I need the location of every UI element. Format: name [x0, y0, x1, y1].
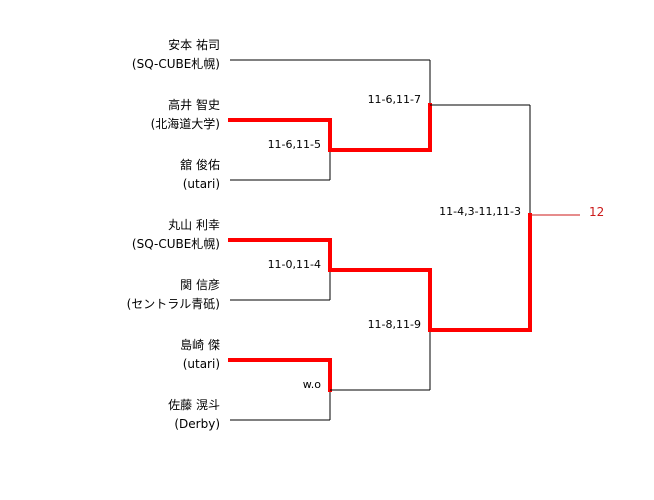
player-5-team: (セントラル青砥): [126, 297, 220, 311]
player-7-team: (Derby): [174, 417, 220, 431]
r1a-score: 11-6,11-5: [267, 138, 321, 151]
r2a-score: 11-6,11-7: [367, 93, 421, 106]
player-6-name: 島崎 傑: [180, 338, 220, 352]
player-7-name: 佐藤 滉斗: [168, 398, 220, 412]
player-2-name: 高井 智史: [168, 98, 220, 112]
player-2-team: (北海道大学): [150, 117, 220, 131]
player-1-team: (SQ-CUBE札幌): [131, 57, 220, 71]
player-4-name: 丸山 利幸: [168, 218, 220, 232]
player-3-team: (utari): [182, 177, 220, 191]
r1c-score: w.o: [302, 378, 321, 391]
player-4-team: (SQ-CUBE札幌): [131, 237, 220, 251]
player-3-name: 舘 俊佑: [180, 158, 220, 172]
final-score: 11-4,3-11,11-3: [439, 205, 521, 218]
player-5-name: 関 信彦: [180, 278, 220, 292]
player-6-team: (utari): [182, 357, 220, 371]
result-label: 12: [589, 205, 605, 219]
r2b-score: 11-8,11-9: [367, 318, 421, 331]
player-1-name: 安本 祐司: [168, 38, 220, 52]
r1b-score: 11-0,11-4: [267, 258, 321, 271]
